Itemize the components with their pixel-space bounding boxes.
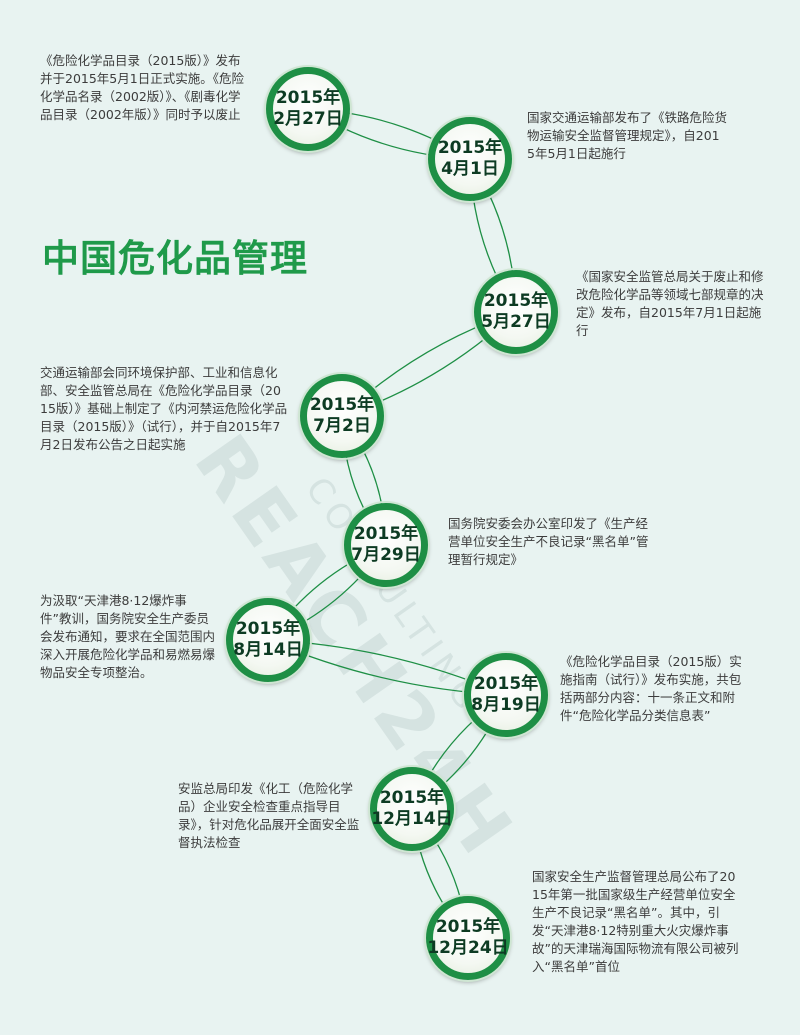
node-year: 2015年 [275, 88, 341, 108]
node-date: 8月19日 [471, 695, 541, 715]
timeline-node-9: 2015年 12月24日 [426, 896, 510, 980]
node-date: 7月29日 [351, 545, 421, 565]
node-date: 5月27日 [481, 312, 551, 332]
timeline-node-4: 2015年 7月2日 [300, 374, 384, 458]
event-description-7: 《危险化学品目录（2015版）实施指南（试行）》发布实施，共包括两部分内容：十一… [560, 654, 742, 723]
node-date: 7月2日 [313, 416, 371, 436]
timeline-node-6: 2015年 8月14日 [226, 598, 310, 682]
node-date: 12月24日 [427, 938, 509, 958]
node-year: 2015年 [473, 674, 539, 694]
node-year: 2015年 [353, 524, 419, 544]
node-year: 2015年 [309, 395, 375, 415]
node-date: 8月14日 [233, 640, 303, 660]
event-description-4: 交通运输部会同环境保护部、工业和信息化部、安全监管总局在《危险化学品目录（201… [40, 365, 288, 452]
node-year: 2015年 [483, 291, 549, 311]
node-date: 12月14日 [371, 809, 453, 829]
node-year: 2015年 [235, 619, 301, 639]
timeline-node-7: 2015年 8月19日 [464, 653, 548, 737]
timeline-node-2: 2015年 4月1日 [428, 117, 512, 201]
node-date: 4月1日 [441, 159, 499, 179]
event-description-9: 国家安全生产监督管理总局公布了2015年第一批国家级生产经营单位安全生产不良记录… [532, 869, 739, 974]
event-description-2: 国家交通运输部发布了《铁路危险货物运输安全监督管理规定》，自2015年5月1日起… [527, 110, 728, 161]
timeline-node-3: 2015年 5月27日 [474, 270, 558, 354]
timeline-node-5: 2015年 7月29日 [344, 503, 428, 587]
node-year: 2015年 [379, 788, 445, 808]
timeline-node-8: 2015年 12月14日 [370, 767, 454, 851]
event-description-5: 国务院安委会办公室印发了《生产经营单位安全生产不良记录“黑名单”管理暂行规定》 [448, 516, 649, 567]
event-description-6: 为汲取“天津港8·12爆炸事件”教训，国务院安全生产委员会发布通知，要求在全国范… [40, 593, 216, 680]
node-date: 2月27日 [273, 109, 343, 129]
event-description-8: 安监总局印发《化工（危险化学品）企业安全检查重点指导目录》，针对危化品展开全面安… [178, 781, 360, 850]
event-description-1: 《危险化学品目录（2015版）》发布并于2015年5月1日正式实施。《危险化学品… [40, 53, 244, 122]
page-title: 中国危化品管理 [42, 237, 308, 280]
node-year: 2015年 [435, 917, 501, 937]
event-description-3: 《国家安全监管总局关于废止和修改危险化学品等领域七部规章的决定》发布，自2015… [576, 269, 764, 338]
node-year: 2015年 [437, 138, 503, 158]
timeline-node-1: 2015年 2月27日 [266, 67, 350, 151]
